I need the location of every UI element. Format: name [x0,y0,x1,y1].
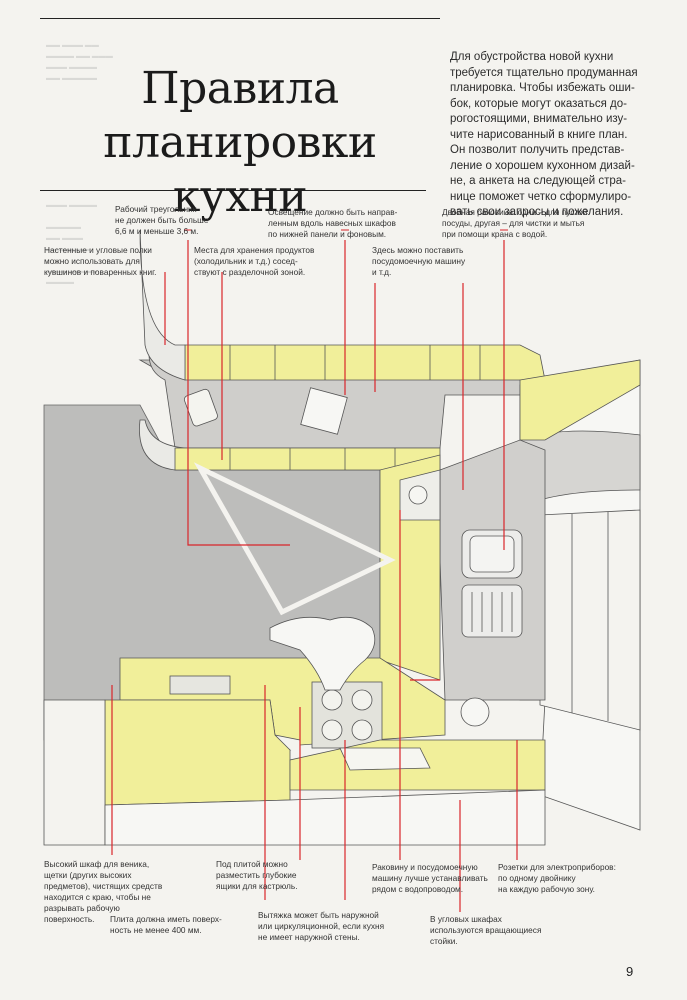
note-line: Двойная раковина: одна – для пустой [442,207,588,217]
note-lighting: Освещение должно быть направ- ленным вдо… [268,207,397,240]
note-line: разместить глубокие [216,870,297,880]
page-number: 9 [626,964,634,979]
tall-broom-cabinet [43,699,106,846]
toaster [183,388,218,427]
note-line: стойки. [430,936,458,946]
note-line: не должен быть больше [115,215,209,225]
show-through-text: ▬▬▬ ▬▬▬▬▬▬▬▬▬▬▬ ▬▬▬▬▬▬▬ ▬▬▬▬▬ ▬▬▬▬▬▬▬▬ [46,202,97,286]
note-line: 6,6 м и меньше 3,6 м. [115,226,199,236]
note-sockets: Розетки для электроприборов: по одному д… [498,862,616,895]
upper-cabinets-back [184,344,546,381]
note-line: кувшинов и поваренных книг. [44,267,157,277]
note-line: Высокий шкаф для веника, [44,859,150,869]
intro-line: Для обустройства новой кухни [450,51,614,63]
title-bottom-rule [40,190,426,191]
note-broom-cabinet: Высокий шкаф для веника, щетки (других в… [44,859,162,925]
note-line: поверхность. [44,914,95,924]
note-work-triangle: Рабочий треугольник не должен быть больш… [115,204,208,237]
note-line: находится с краю, чтобы не [44,892,151,902]
note-line: Здесь можно поставить [372,245,464,255]
intro-line: чите нарисованный в книге план. [450,128,628,141]
note-shelves: Настенные и угловые полки можно использо… [44,245,156,278]
note-line: В угловых шкафах [430,914,502,924]
note-line: (холодильник и т.д.) сосед- [194,256,298,266]
front-cabinets [104,699,291,806]
note-line: Раковину и посудомоечную [372,862,478,872]
intro-line: нице поможет четко сформулиро- [450,190,632,203]
hob-left [169,675,231,695]
note-line: ленным вдоль навесных шкафов [268,218,396,228]
intro-line: Он позволит получить представ- [450,144,625,156]
note-line: на каждую рабочую зону. [498,884,595,894]
note-under-stove: Под плитой можно разместить глубокие ящи… [216,859,298,892]
leader-lines [111,240,518,912]
note-double-sink: Двойная раковина: одна – для пустой посу… [442,207,587,240]
stove [311,681,383,749]
note-line: не имеет наружной стены. [258,932,360,942]
note-hood: Вытяжка может быть наружной или циркуляц… [258,910,384,943]
note-line: Настенные и угловые полки [44,245,152,255]
intro-line: планировка. Чтобы избежать оши- [450,82,635,94]
note-line: и т.д. [372,267,392,277]
intro-line: ление о хорошем кухонном дизай- [450,159,635,172]
intro-line: вать свои запросы и пожелания. [450,206,624,218]
note-line: посудомоечную машину [372,256,466,266]
note-line: по одному двойнику [498,873,576,883]
front-fascia [104,789,546,846]
note-sink-dishwasher: Раковину и посудомоечную машину лучше ус… [372,862,488,895]
note-line: используются вращающиеся [430,925,542,935]
intro-line: требуется тщательно продуманная [450,66,638,79]
note-line: при помощи крана с водой. [442,229,548,239]
note-stove-surface: Плита должна иметь поверх- ность не мене… [110,914,222,936]
note-line: Розетки для электроприборов: [498,862,616,872]
kettle [460,697,490,727]
note-line: щетки (других высоких [44,870,132,880]
cutting-board [339,747,431,771]
tray [300,387,348,435]
note-line: Освещение должно быть направ- [268,207,398,217]
note-line: ящики для кастрюль. [216,881,298,891]
corner-shelves [139,229,186,381]
intro-line: бок, которые могут оказаться до- [450,97,627,110]
show-through-text: ▬▬ ▬▬▬ ▬▬▬▬▬▬ ▬▬ ▬▬▬▬▬▬ ▬▬▬▬▬▬ ▬▬▬▬▬ [46,42,113,82]
title-line-1: Правила планировки [103,63,377,168]
note-line: Вытяжка может быть наружной [258,910,379,920]
intro-paragraph: Для обустройства новой кухни требуется т… [450,50,650,221]
note-line: можно использовать для [44,256,140,266]
intro-line: не, а анкета на следующей стра- [450,175,626,187]
note-line: рядом с водопроводом. [372,884,464,894]
note-line: Под плитой можно [216,859,288,869]
note-line: предметов), чистящих средств [44,881,163,891]
title-top-rule [40,18,440,19]
leader-triangle [187,240,290,546]
note-line: Рабочий треугольник [115,204,197,214]
note-line: или циркуляционной, если кухня [258,921,385,931]
note-line: по нижней панели и фоновым. [268,229,387,239]
note-line: разрывать рабочую [44,903,120,913]
note-storage: Места для хранения продуктов (холодильни… [194,245,314,278]
note-line: машину лучше устанавливать [372,873,488,883]
right-upper-cabinets [519,359,641,441]
page-title: Правила планировки кухни [40,62,440,224]
note-corner-cabinets: В угловых шкафах используются вращающиес… [430,914,541,947]
window [539,509,641,731]
note-line: посуды, другая – для чистки и мытья [442,218,585,228]
note-line: Плита должна иметь поверх- [110,914,222,924]
note-line: Места для хранения продуктов [194,245,315,255]
work-triangle [193,462,396,616]
note-line: ствуют с разделочной зоной. [194,267,306,277]
intro-line: рогостоящими, внимательно изу- [450,113,628,125]
person-figure [269,616,376,691]
note-dishwasher: Здесь можно поставить посудомоечную маши… [372,245,465,278]
note-line: ность не менее 400 мм. [110,925,202,935]
title-line-2: кухни [172,171,308,222]
